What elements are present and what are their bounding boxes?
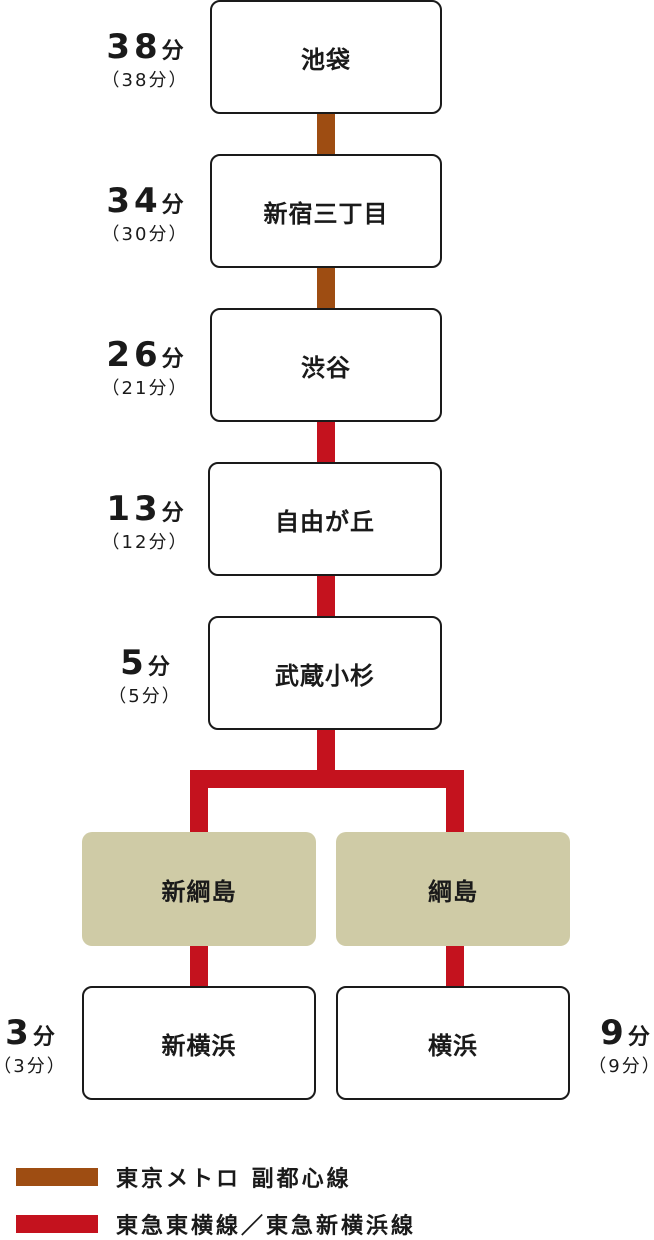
toyoko-line-segment xyxy=(317,574,335,619)
station-tsunashima: 綱島 xyxy=(336,832,570,946)
travel-time-sub: （3分） xyxy=(0,1056,67,1077)
travel-time-value: 34 xyxy=(106,181,162,221)
travel-time-shinjuku-sanchome: 34分 （30分） xyxy=(90,184,200,244)
station-shin-yokohama: 新横浜 xyxy=(82,986,316,1100)
travel-time-ikebukuro: 38分 （38分） xyxy=(90,30,200,90)
toyoko-branch-horizontal xyxy=(190,770,464,788)
toyoko-branch-right xyxy=(446,770,464,834)
station-shin-tsunashima: 新綱島 xyxy=(82,832,316,946)
legend-item-fukutoshin: 東京メトロ 副都心線 xyxy=(16,1161,352,1193)
legend-label: 東京メトロ 副都心線 xyxy=(116,1167,352,1192)
station-jiyugaoka: 自由が丘 xyxy=(208,462,442,576)
legend-item-toyoko: 東急東横線／東急新横浜線 xyxy=(16,1208,416,1240)
toyoko-branch-left xyxy=(190,770,208,834)
legend-label: 東急東横線／東急新横浜線 xyxy=(116,1214,417,1239)
travel-time-value: 13 xyxy=(106,489,162,529)
travel-time-value: 38 xyxy=(106,27,162,67)
station-musashi-kosugi: 武蔵小杉 xyxy=(208,616,442,730)
toyoko-line-segment xyxy=(317,728,335,780)
travel-time-sub: （5分） xyxy=(108,686,182,707)
travel-time-value: 5 xyxy=(120,643,148,683)
travel-time-sub: （9分） xyxy=(588,1056,654,1077)
fukutoshin-line-segment xyxy=(317,112,335,157)
travel-time-shibuya: 26分 （21分） xyxy=(90,338,200,398)
travel-time-sub: （38分） xyxy=(101,70,189,91)
travel-time-jiyugaoka: 13分 （12分） xyxy=(90,492,200,552)
travel-time-shin-yokohama: 3分 （3分） xyxy=(0,1016,80,1076)
station-ikebukuro: 池袋 xyxy=(210,0,442,114)
travel-time-sub: （30分） xyxy=(101,224,189,245)
travel-time-value: 9 xyxy=(600,1013,628,1053)
fukutoshin-line-segment xyxy=(317,266,335,311)
toyoko-line-segment xyxy=(446,944,464,989)
station-shinjuku-sanchome: 新宿三丁目 xyxy=(210,154,442,268)
legend-swatch-fukutoshin xyxy=(16,1168,98,1186)
travel-time-sub: （12分） xyxy=(101,532,189,553)
travel-time-sub: （21分） xyxy=(101,378,189,399)
legend-swatch-toyoko xyxy=(16,1215,98,1233)
station-shibuya: 渋谷 xyxy=(210,308,442,422)
travel-time-value: 26 xyxy=(106,335,162,375)
travel-time-value: 3 xyxy=(5,1013,33,1053)
travel-time-musashi-kosugi: 5分 （5分） xyxy=(90,646,200,706)
travel-time-yokohama: 9分 （9分） xyxy=(575,1016,654,1076)
toyoko-line-segment xyxy=(317,420,335,465)
station-yokohama: 横浜 xyxy=(336,986,570,1100)
toyoko-line-segment xyxy=(190,944,208,989)
